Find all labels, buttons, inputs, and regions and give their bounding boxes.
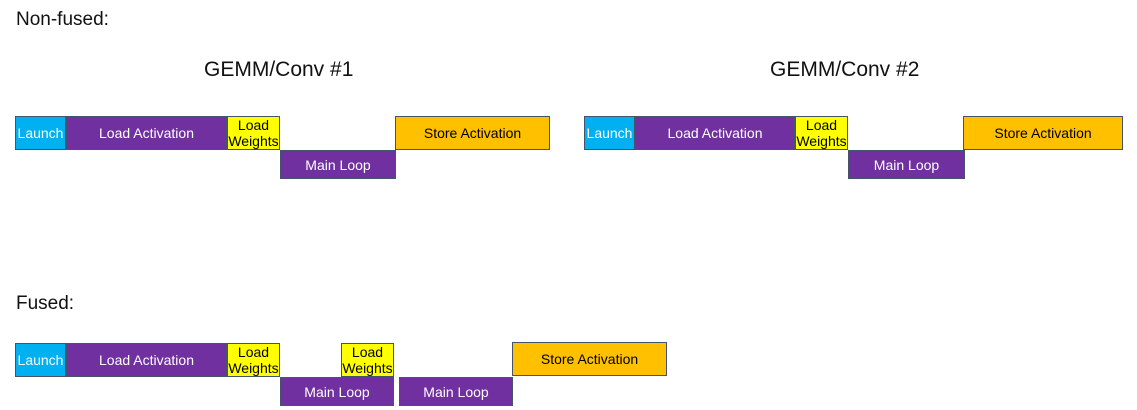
- bar-label: Load Weights: [796, 117, 847, 149]
- bar-label: Load Weights: [228, 117, 279, 149]
- bar-label: Store Activation: [994, 125, 1092, 141]
- bar-label: Load Activation: [99, 352, 194, 368]
- bar-label: Main Loop: [873, 156, 940, 173]
- bar-load-activation: Load Activation: [66, 116, 227, 150]
- bar-label: Load Activation: [667, 125, 763, 141]
- bar-launch: Launch: [15, 343, 66, 377]
- bar-store-activation: Store Activation: [963, 116, 1123, 150]
- bar-load-weights: Load Weights: [795, 116, 848, 150]
- bar-main-loop: Main Loop: [280, 150, 396, 179]
- bar-label: Launch: [17, 125, 64, 141]
- bar-label: Store Activation: [423, 125, 522, 141]
- bar-load-weights: Load Weights: [227, 343, 280, 377]
- bar-store-activation: Store Activation: [395, 116, 550, 150]
- kernel-title-gemm-conv-1: GEMM/Conv #1: [204, 58, 354, 81]
- bar-label: Launch: [17, 352, 64, 368]
- kernel-title-gemm-conv-2: GEMM/Conv #2: [770, 58, 920, 81]
- bar-main-loop: Main Loop: [848, 150, 965, 179]
- bar-label: Launch: [586, 125, 633, 141]
- bar-label: Main Loop: [423, 383, 489, 400]
- heading-fused: Fused:: [16, 293, 75, 314]
- bar-main-loop: Main Loop: [280, 377, 394, 406]
- bar-label: Store Activation: [540, 351, 639, 367]
- bar-load-weights: Load Weights: [341, 343, 394, 377]
- bar-label: Load Weights: [228, 344, 279, 376]
- bar-load-activation: Load Activation: [66, 343, 227, 377]
- bar-store-activation: Store Activation: [512, 342, 667, 376]
- bar-label: Load Activation: [99, 125, 194, 141]
- bar-main-loop: Main Loop: [399, 377, 513, 406]
- bar-label: Main Loop: [305, 156, 371, 173]
- bar-launch: Launch: [15, 116, 66, 150]
- bar-load-weights: Load Weights: [227, 116, 280, 150]
- bar-label: Load Weights: [342, 344, 393, 376]
- bar-label: Main Loop: [304, 383, 370, 400]
- bar-launch: Launch: [584, 116, 635, 150]
- bar-load-activation: Load Activation: [635, 116, 795, 150]
- heading-non-fused: Non-fused:: [16, 9, 109, 30]
